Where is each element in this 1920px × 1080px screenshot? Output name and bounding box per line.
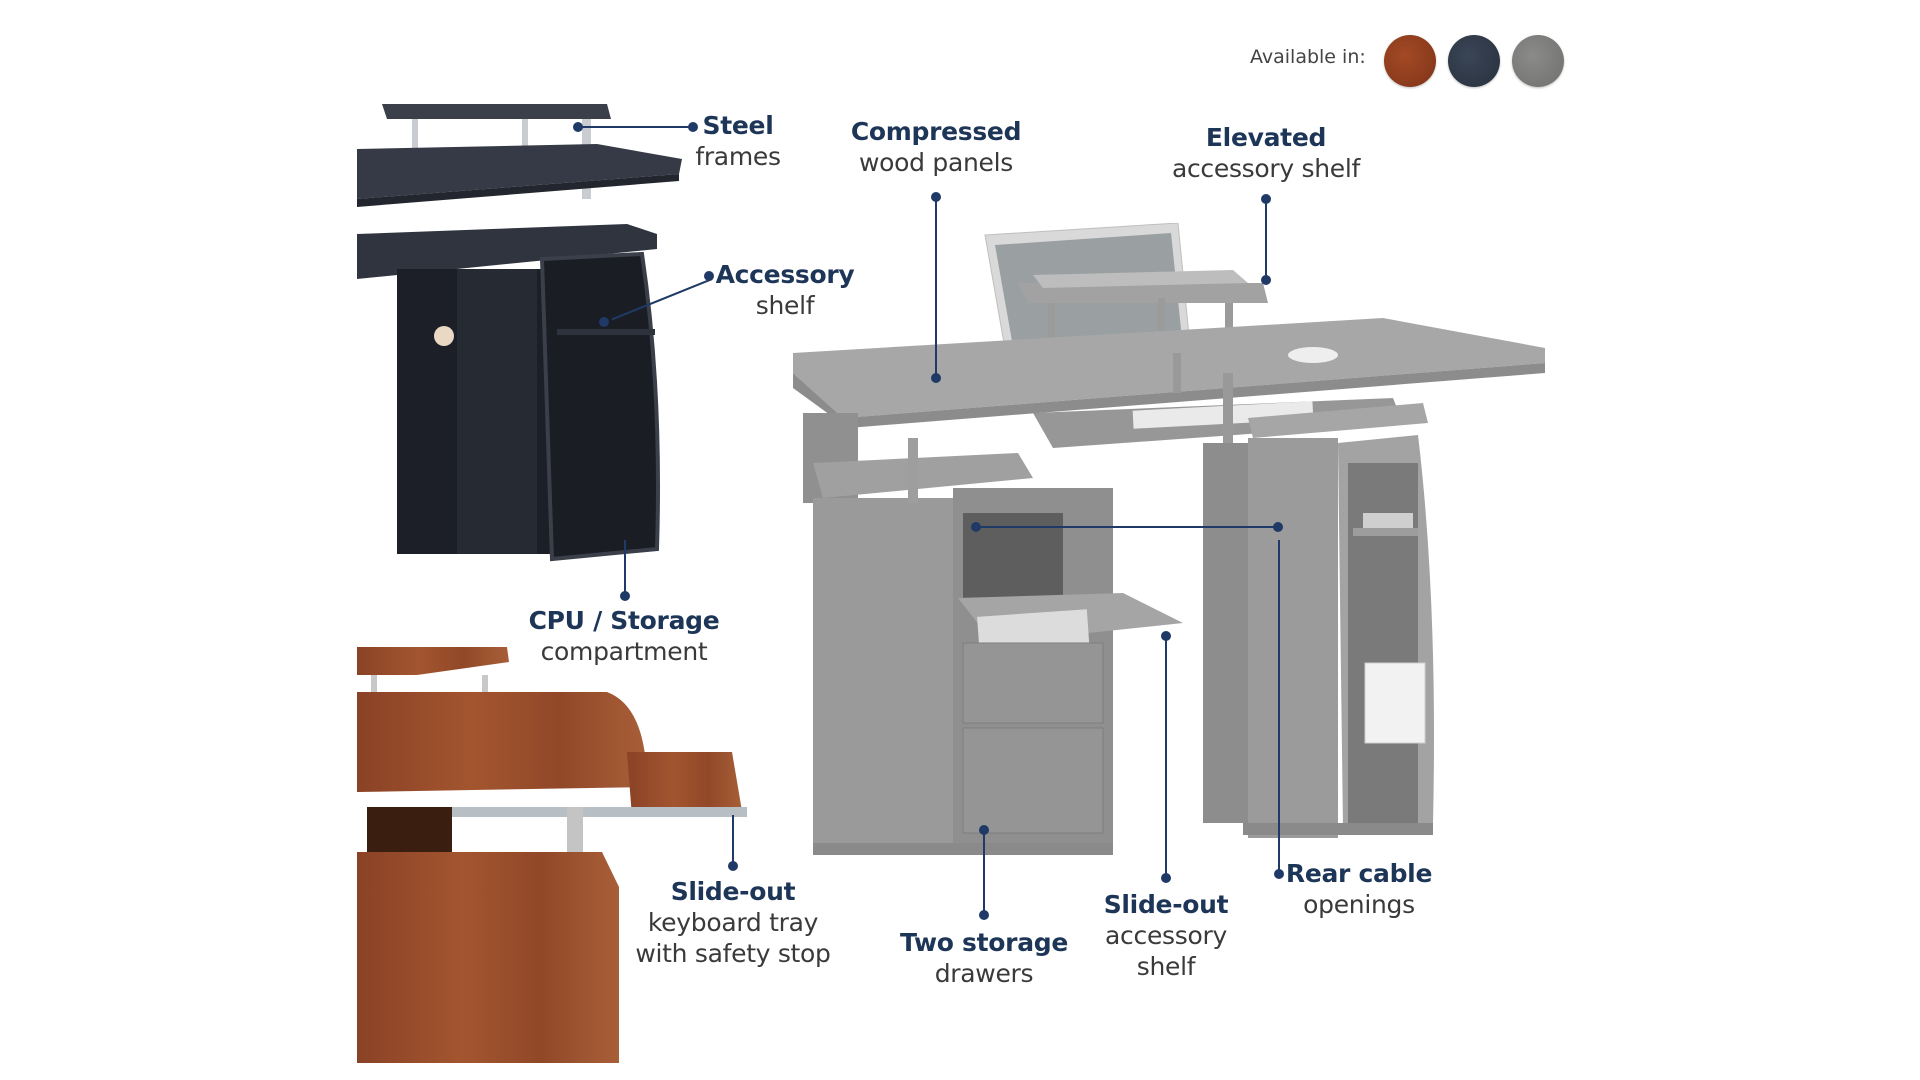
- gray-desk-main-image: [793, 222, 1553, 873]
- callout-subtitle: wood panels: [859, 148, 1013, 177]
- espresso-desk-detail-image: [357, 89, 687, 576]
- cpu-storage-label-dot: [620, 591, 630, 601]
- callout-subtitle: openings: [1303, 890, 1415, 919]
- callout-subtitle-2: shelf: [1136, 952, 1196, 981]
- accessory-shelf-label-dot: [704, 271, 714, 281]
- callout-slideout-shelf: Slide-out accessory shelf: [1104, 889, 1229, 982]
- compressed-wood-anchor-dot: [931, 373, 941, 383]
- swatch-walnut[interactable]: [1384, 35, 1436, 87]
- keyboard-tray-label-dot: [728, 861, 738, 871]
- rear-cable-horizontal-line: [976, 526, 1278, 528]
- callout-cpu-storage: CPU / Storage compartment: [529, 605, 720, 667]
- callout-title: Steel: [702, 111, 774, 140]
- compressed-wood-leader-line: [935, 197, 937, 378]
- callout-subtitle: drawers: [934, 959, 1034, 988]
- steel-frames-label-dot: [688, 122, 698, 132]
- elevated-shelf-leader-line: [1265, 199, 1267, 280]
- swatch-gray[interactable]: [1512, 35, 1564, 87]
- swatch-espresso[interactable]: [1448, 35, 1500, 87]
- callout-title: Accessory: [715, 260, 855, 289]
- callout-title: Slide-out: [670, 877, 796, 906]
- slideout-shelf-label-dot: [1161, 873, 1171, 883]
- rear-cable-anchor-dot-right: [1273, 522, 1283, 532]
- callout-subtitle: accessory shelf: [1171, 154, 1361, 183]
- callout-subtitle-2: with safety stop: [635, 939, 831, 968]
- keyboard-tray-leader-line: [732, 815, 734, 867]
- available-in-label: Available in:: [1250, 46, 1366, 68]
- callout-title: Elevated: [1205, 123, 1327, 152]
- callout-rear-cable: Rear cable openings: [1285, 858, 1433, 920]
- callout-steel-frames: Steel frames: [695, 110, 781, 172]
- slideout-shelf-leader-line: [1165, 636, 1167, 878]
- elevated-shelf-anchor-dot: [1261, 275, 1271, 285]
- callout-compressed-wood: Compressed wood panels: [850, 116, 1022, 178]
- storage-drawers-label-dot: [979, 910, 989, 920]
- callout-subtitle: compartment: [540, 637, 708, 666]
- steel-frames-leader-line: [578, 126, 693, 128]
- callout-storage-drawers: Two storage drawers: [900, 927, 1068, 989]
- callout-title: Compressed: [850, 117, 1022, 146]
- walnut-desk-detail-image: [357, 647, 749, 1063]
- accessory-shelf-anchor-dot: [599, 317, 609, 327]
- callout-title: Slide-out: [1103, 890, 1229, 919]
- rear-cable-label-dot: [1274, 869, 1284, 879]
- callout-title: CPU / Storage: [528, 606, 720, 635]
- rear-cable-leader-line: [1278, 540, 1280, 874]
- callout-accessory-shelf: Accessory shelf: [716, 259, 855, 321]
- cpu-storage-leader-line: [624, 540, 626, 596]
- callout-subtitle: accessory: [1105, 921, 1227, 950]
- callout-title: Rear cable: [1285, 859, 1433, 888]
- callout-subtitle: shelf: [755, 291, 815, 320]
- storage-drawers-leader-line: [983, 830, 985, 915]
- callout-subtitle: keyboard tray: [647, 908, 819, 937]
- callout-elevated-shelf: Elevated accessory shelf: [1172, 122, 1360, 184]
- callout-title: Two storage: [899, 928, 1069, 957]
- callout-keyboard-tray: Slide-out keyboard tray with safety stop: [635, 876, 831, 969]
- callout-subtitle: frames: [695, 142, 781, 171]
